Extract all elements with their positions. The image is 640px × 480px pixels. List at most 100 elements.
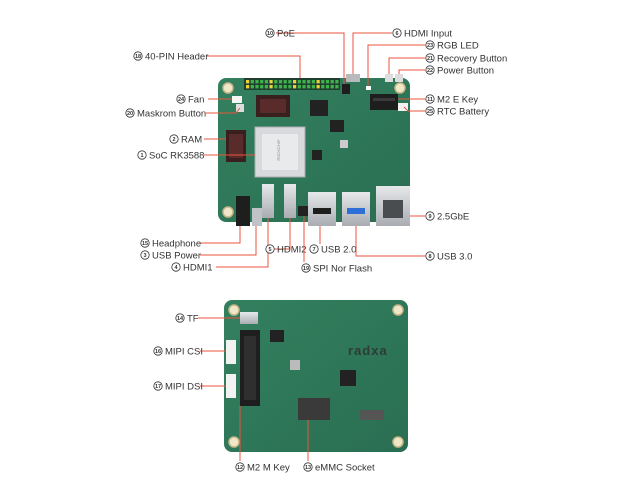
hdmi2-port bbox=[284, 184, 296, 218]
header-pin bbox=[255, 80, 259, 84]
hdmi-input-port bbox=[346, 74, 360, 82]
pmic-chip bbox=[310, 100, 328, 116]
callout-badge-25 bbox=[425, 106, 435, 116]
callout-label-4: HDMI1 bbox=[183, 262, 213, 273]
callout-number: 10 bbox=[267, 31, 273, 37]
callout-number: 24 bbox=[178, 97, 185, 103]
callout-number: 3 bbox=[143, 253, 146, 259]
callout-badge-3 bbox=[140, 250, 150, 260]
callout-badge-8 bbox=[425, 251, 435, 261]
header-pin bbox=[250, 85, 254, 89]
callout-label-6: HDMI Input bbox=[404, 28, 452, 39]
callout-label-19: SPI Nor Flash bbox=[313, 263, 372, 274]
callout-number: 18 bbox=[135, 54, 141, 60]
header-pin bbox=[278, 80, 283, 84]
callout-number: 19 bbox=[303, 266, 309, 272]
component bbox=[340, 370, 356, 386]
header-pin bbox=[250, 80, 254, 84]
header-pin bbox=[283, 80, 287, 84]
callout-badge-1 bbox=[137, 150, 147, 160]
mipi-dsi-connector bbox=[226, 374, 236, 398]
component bbox=[270, 330, 284, 342]
header-pin bbox=[325, 80, 330, 84]
component bbox=[340, 140, 348, 148]
callout-badge-5 bbox=[265, 244, 275, 254]
callout-label-23: RGB LED bbox=[437, 40, 479, 51]
callout-line-23 bbox=[367, 44, 425, 86]
header-pin bbox=[274, 80, 278, 84]
callout-label-12: M2 M Key bbox=[247, 462, 290, 473]
callout-number: 1 bbox=[140, 153, 143, 159]
callout-number: 7 bbox=[312, 247, 315, 253]
hdmi1-port bbox=[262, 184, 274, 218]
callout-line-8 bbox=[355, 226, 425, 257]
callout-label-13: eMMC Socket bbox=[315, 462, 375, 473]
header-pin bbox=[246, 85, 250, 89]
header-pin bbox=[297, 85, 301, 89]
callout-label-21: Recovery Button bbox=[437, 53, 507, 64]
header-pin bbox=[297, 80, 301, 84]
callout-badge-9 bbox=[425, 211, 435, 221]
callout-number: 12 bbox=[237, 465, 243, 471]
callout-number: 4 bbox=[174, 265, 178, 271]
mount-hole bbox=[222, 206, 234, 218]
callout-badge-16 bbox=[153, 346, 163, 356]
header-pin bbox=[288, 85, 292, 89]
header-pin bbox=[307, 85, 311, 89]
callout-badge-15 bbox=[140, 238, 150, 248]
header-pin bbox=[311, 85, 315, 89]
callout-badge-4 bbox=[171, 262, 181, 272]
callout-label-11: M2 E Key bbox=[437, 94, 478, 105]
header-pin bbox=[321, 80, 325, 84]
callout-number: 17 bbox=[155, 384, 161, 390]
callout-line-4 bbox=[216, 218, 269, 268]
header-pin bbox=[269, 80, 273, 84]
callout-label-24: Fan bbox=[188, 94, 204, 105]
callout-label-22: Power Button bbox=[437, 65, 494, 76]
header-pin bbox=[283, 85, 287, 89]
callout-line-25 bbox=[403, 106, 425, 112]
callout-badge-13 bbox=[303, 462, 313, 472]
callout-line-22 bbox=[398, 69, 425, 74]
callout-label-18: 40-PIN Header bbox=[145, 51, 208, 62]
callout-number: 21 bbox=[427, 56, 433, 62]
callout-line-5 bbox=[270, 218, 291, 250]
rtc-connector bbox=[398, 103, 408, 111]
component bbox=[360, 410, 384, 420]
header-pin bbox=[335, 85, 339, 89]
header-pin bbox=[335, 80, 339, 84]
header-pin bbox=[288, 80, 292, 84]
callout-line-6 bbox=[352, 32, 392, 74]
mipi-csi-connector bbox=[226, 340, 236, 364]
header-pin bbox=[274, 85, 278, 89]
callout-badge-22 bbox=[425, 65, 435, 75]
top-board: ROCKCHIP bbox=[218, 74, 410, 226]
callout-badge-7 bbox=[309, 244, 319, 254]
spi-flash-chip bbox=[298, 206, 308, 216]
component bbox=[330, 120, 344, 132]
header-pin bbox=[302, 85, 306, 89]
callout-line-20 bbox=[206, 107, 241, 114]
callout-number: 8 bbox=[428, 254, 431, 260]
mount-hole bbox=[222, 82, 234, 94]
header-pin bbox=[278, 85, 283, 89]
callout-label-16: MIPI CSI bbox=[165, 346, 203, 357]
callout-line-3 bbox=[200, 226, 257, 256]
soc-chip: ROCKCHIP bbox=[254, 126, 306, 178]
callout-line-21 bbox=[388, 57, 425, 74]
callout-number: 13 bbox=[305, 465, 311, 471]
callout-line-10 bbox=[276, 32, 345, 84]
mount-hole bbox=[394, 82, 406, 94]
callout-badge-18 bbox=[133, 51, 143, 61]
header-pin bbox=[269, 85, 273, 89]
mount-hole bbox=[228, 304, 240, 316]
callout-label-7: USB 2.0 bbox=[321, 244, 356, 255]
emmc-socket bbox=[298, 398, 330, 420]
mount-hole bbox=[392, 436, 404, 448]
power-button bbox=[395, 74, 403, 82]
soc-chip-text: ROCKCHIP bbox=[276, 139, 281, 160]
component bbox=[290, 360, 300, 370]
callout-number: 16 bbox=[155, 349, 161, 355]
